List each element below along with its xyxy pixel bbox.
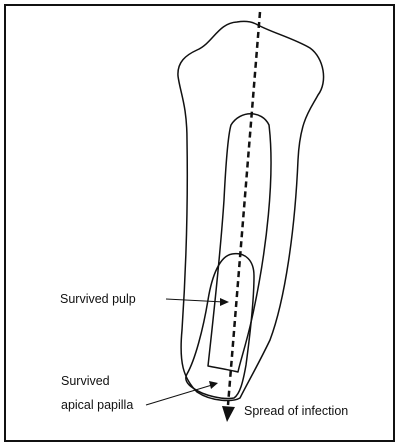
apical-papilla-arrowhead-icon	[209, 381, 218, 389]
infection-path-line	[228, 12, 260, 405]
survived-apical-papilla-label-line1: Survived	[61, 374, 110, 388]
tooth-outline	[178, 21, 324, 400]
root-canal-outline	[208, 114, 271, 372]
spread-of-infection-label: Spread of infection	[244, 404, 348, 418]
infection-arrowhead-icon	[222, 406, 235, 422]
survived-apical-papilla-label-line2: apical papilla	[61, 398, 133, 412]
apical-papilla-outline	[186, 254, 254, 399]
survived-pulp-label: Survived pulp	[60, 292, 136, 306]
survived-pulp-arrowhead-icon	[220, 298, 229, 306]
